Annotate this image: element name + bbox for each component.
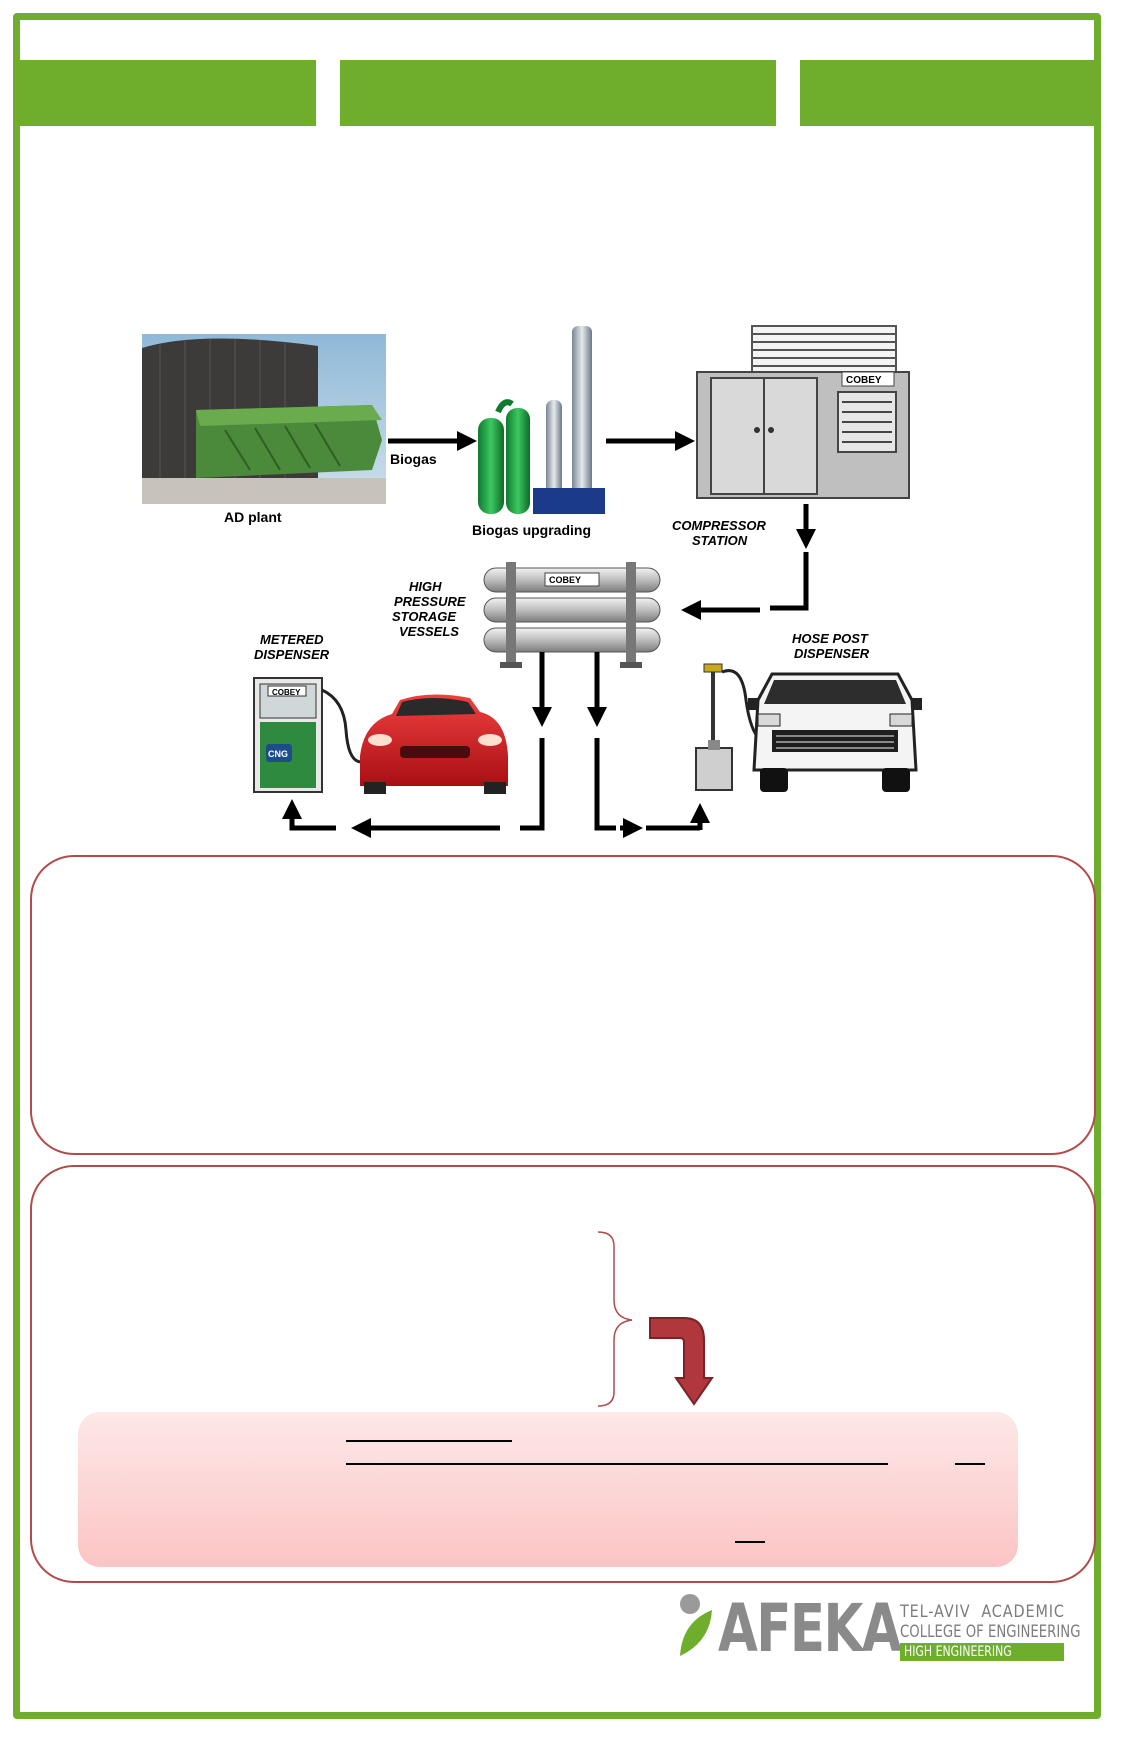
afeka-tagline: HIGH ENGINEERING [904, 1644, 1012, 1660]
compressor-station: COBEY [696, 325, 910, 499]
header-bar-right [800, 60, 1100, 126]
header-bar-center [340, 60, 776, 126]
storage-vessels: COBEY [483, 562, 661, 668]
compressor-cobey-logo: COBEY [846, 375, 882, 386]
metered-dispenser-label-line2: DISPENSER [254, 647, 330, 662]
header-bar-left [20, 60, 316, 126]
compressor-label-line1: COMPRESSOR [672, 518, 767, 533]
compressor-label-line2: STATION [692, 533, 748, 548]
curly-brace [597, 1231, 633, 1407]
afeka-line1: TEL-AVIV ACADEMIC [900, 1602, 1065, 1622]
page-frame [13, 13, 1101, 1719]
red-car [360, 694, 508, 794]
formula-box [78, 1412, 1018, 1567]
afeka-wordmark: AFEKA [718, 1590, 902, 1667]
arrow-elbow [770, 552, 809, 611]
afeka-line2: COLLEGE OF ENGINEERING [900, 1622, 1081, 1642]
storage-label-line2: PRESSURE [394, 594, 466, 609]
formula-fraction-bar-4 [735, 1541, 765, 1543]
hose-post-label-line2: DISPENSER [794, 646, 870, 661]
biogas-upgrading-label: Biogas upgrading [472, 522, 591, 538]
metered-dispenser-label-line1: METERED [260, 632, 324, 647]
cng-badge: CNG [268, 749, 288, 759]
biogas-label: Biogas [390, 451, 437, 467]
storage-label-line3: STORAGE [392, 609, 456, 624]
formula-fraction-bar-2 [346, 1463, 888, 1465]
afeka-leaf-icon [680, 1594, 712, 1656]
white-van [748, 672, 922, 792]
arrow-route-right-elbow [594, 738, 616, 831]
storage-label-line4: VESSELS [399, 624, 459, 639]
storage-label-line1: HIGH [409, 579, 442, 594]
arrow-route-left-elbow [520, 738, 545, 831]
formula-fraction-bar-1 [346, 1440, 512, 1442]
biogas-upgrading-equipment [478, 326, 605, 514]
metered-dispenser: CNG COBEY [253, 677, 361, 793]
storage-cobey-logo: COBEY [549, 575, 581, 585]
dispenser-cobey-logo: COBEY [272, 688, 301, 697]
ad-plant-photo [142, 334, 386, 504]
hose-post-dispenser [695, 663, 762, 791]
info-panel-top [30, 855, 1096, 1155]
afeka-tagline-bar: HIGH ENGINEERING [900, 1643, 1064, 1661]
bent-down-arrow [649, 1317, 714, 1406]
hose-post-label-line1: HOSE POST [792, 631, 869, 646]
formula-fraction-bar-3 [955, 1463, 985, 1465]
ad-plant-label: AD plant [224, 509, 282, 525]
